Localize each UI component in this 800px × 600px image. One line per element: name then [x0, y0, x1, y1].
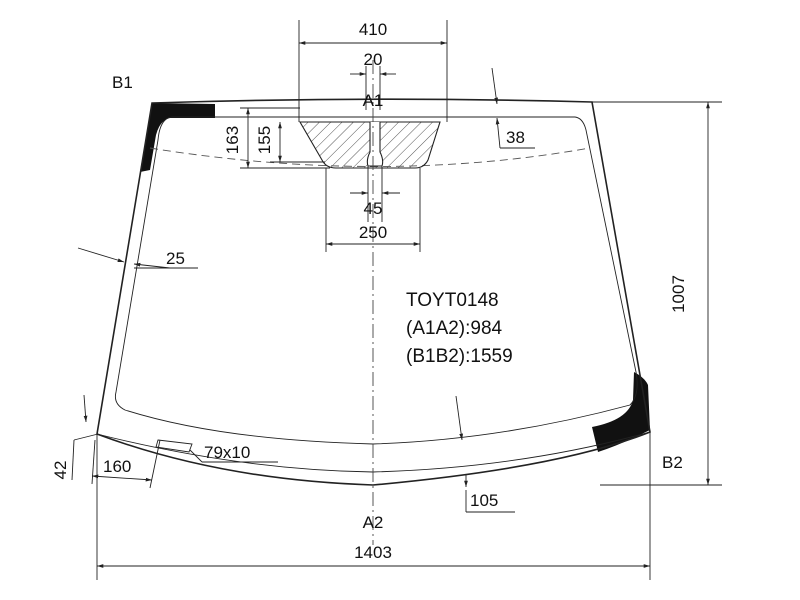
corner-frit-bottom-right	[592, 372, 650, 452]
dim-1007: 1007	[669, 275, 688, 313]
dim-42: 42	[51, 461, 70, 480]
dim-410: 410	[359, 20, 387, 39]
a1a2-length: (A1A2):984	[406, 318, 503, 339]
dim-1403: 1403	[354, 543, 392, 562]
corner-frit-top-left	[140, 103, 215, 172]
dim-160: 160	[103, 457, 131, 476]
dim-163: 163	[223, 126, 242, 154]
dim-79x10: 79x10	[204, 443, 250, 462]
glass-lower-edge-line	[96, 431, 651, 473]
point-a1: A1	[363, 91, 384, 110]
dim-155: 155	[255, 126, 274, 154]
point-a2: A2	[363, 513, 384, 532]
point-b1: B1	[112, 73, 133, 92]
marking-box	[155, 439, 193, 453]
dim-20: 20	[364, 50, 383, 69]
b1b2-length: (B1B2):1559	[406, 346, 513, 367]
glass-outer-edge	[96, 98, 651, 486]
sensor-slot	[366, 122, 384, 167]
dim-250: 250	[359, 223, 387, 242]
dim-25: 25	[166, 249, 185, 268]
dim-45: 45	[364, 199, 383, 218]
point-b2: B2	[662, 453, 683, 472]
dim-105: 105	[470, 491, 498, 510]
glass-inner-edge	[114, 116, 638, 445]
dim-38: 38	[506, 128, 525, 147]
part-code: TOYT0148	[406, 290, 499, 311]
